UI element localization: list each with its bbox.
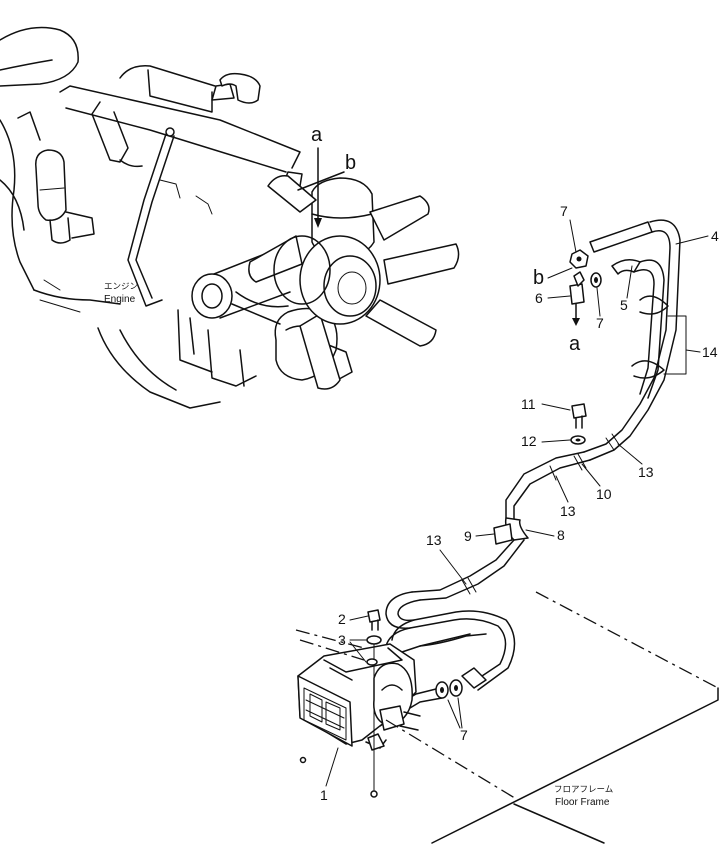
engine-label-jp: エンジン xyxy=(104,282,138,292)
engine-connection-callouts: a b xyxy=(297,124,356,228)
floor-frame-label-jp: フロアフレーム xyxy=(554,785,613,795)
callout-14: 14 xyxy=(702,344,718,360)
callout-3: 3 xyxy=(338,632,346,648)
valve-and-fittings xyxy=(569,249,602,326)
bolt-11-washer-12 xyxy=(570,403,587,445)
callout-13-mid: 13 xyxy=(560,503,576,519)
callout-13-upper: 13 xyxy=(638,464,654,480)
engine-illustration xyxy=(0,26,460,409)
callout-10: 10 xyxy=(596,486,612,502)
floor-frame-caption: フロアフレーム Floor Frame xyxy=(554,785,613,808)
nuts-7-lower xyxy=(435,679,463,699)
callout-2: 2 xyxy=(338,611,346,627)
callout-5: 5 xyxy=(620,297,628,313)
callout-a-valve: a xyxy=(569,333,581,355)
bolt-2-washers-3 xyxy=(366,609,382,666)
engine-callout-b: b xyxy=(345,152,356,174)
callout-1: 1 xyxy=(320,787,328,803)
callout-7-top: 7 xyxy=(560,203,568,219)
floor-frame-label-en: Floor Frame xyxy=(555,797,610,808)
engine-label-en: Engine xyxy=(104,294,136,305)
callout-13-lower: 13 xyxy=(426,532,442,548)
callout-6: 6 xyxy=(535,290,543,306)
part-callouts: 7 b 6 7 a 5 4 14 11 12 13 10 13 xyxy=(320,203,719,803)
callout-11: 11 xyxy=(521,396,536,412)
heater-hose-assembly xyxy=(375,219,681,727)
engine-caption: エンジン Engine xyxy=(104,282,138,305)
callout-7-mid: 7 xyxy=(596,315,604,331)
callout-4: 4 xyxy=(711,228,719,244)
callout-8: 8 xyxy=(557,527,565,543)
heater-unit xyxy=(297,639,421,798)
callout-12: 12 xyxy=(521,433,537,449)
engine-callout-a: a xyxy=(311,124,323,146)
callout-b-valve: b xyxy=(533,267,544,289)
callout-7-bottom: 7 xyxy=(460,727,468,743)
callout-9: 9 xyxy=(464,528,472,544)
